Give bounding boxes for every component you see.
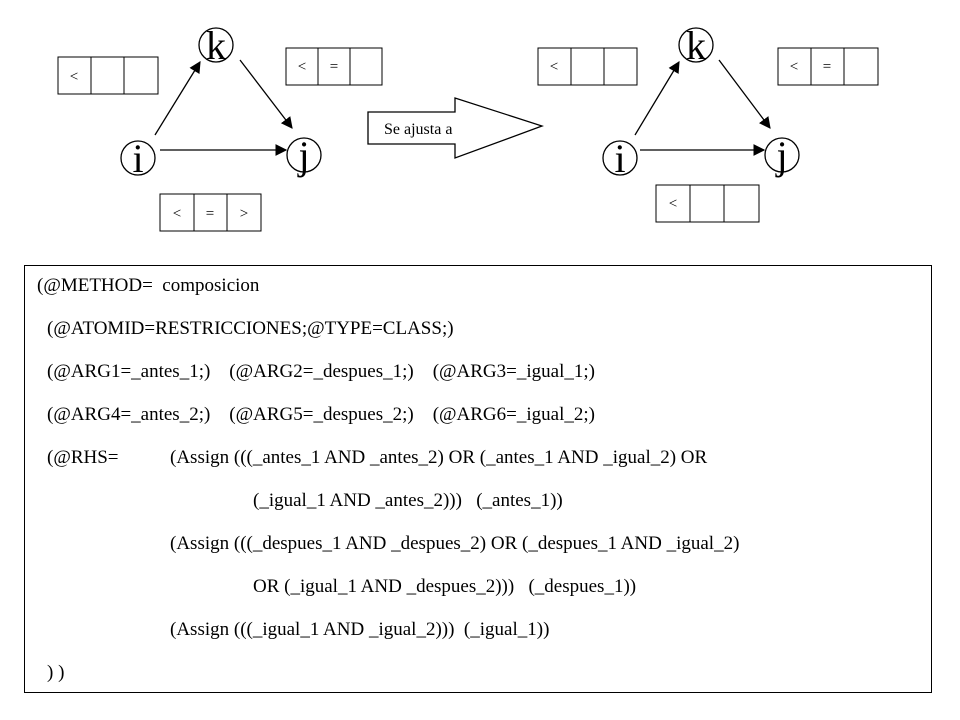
node-j-right-label: j [774,133,787,178]
relation-cell: = [823,59,831,75]
code-line-args-2: (@ARG4=_antes_2;) (@ARG5=_despues_2;) (@… [47,404,595,425]
code-line-rhs: (@RHS= [47,447,119,468]
relation-cell: = [330,59,338,75]
node-i-right [602,140,638,176]
node-i-left [120,140,156,176]
relation-cell: < [298,59,306,75]
code-line-assign-3: (Assign (((_igual_1 AND _igual_2))) (_ig… [170,619,550,640]
edge-i-k-right [634,60,680,136]
right-graph: k i j < < = < [537,23,879,223]
code-line-assign-1a: (Assign (((_antes_1 AND _antes_2) OR (_a… [170,447,708,468]
relation-box-ik-left: < [57,56,159,95]
node-j-right [764,137,800,173]
node-k-left [198,27,234,63]
node-j-left-label: j [296,133,309,178]
relation-cell: < [70,69,78,85]
relation-cell: < [669,196,677,212]
constraint-diagram: k i j < < = < = > [57,23,879,232]
relation-cell: = [206,206,214,222]
code-line-assign-2b: OR (_igual_1 AND _despues_2))) (_despues… [253,576,637,597]
code-line-method: (@METHOD= composicion [37,275,260,296]
transform-label: Se ajusta a [384,121,452,138]
relation-box-ij-left: < = > [159,193,262,232]
left-graph: k i j < < = < = > [57,23,383,232]
node-i-right-label: i [614,136,625,181]
code-line-close: ) ) [47,662,65,683]
relation-cell: < [550,59,558,75]
relation-cell: < [173,206,181,222]
method-code-box: (@METHOD= composicion (@ATOMID=RESTRICCI… [24,265,932,693]
node-j-left [286,137,322,173]
code-line-assign-1b: (_igual_1 AND _antes_2))) (_antes_1)) [253,490,563,511]
node-k-right [678,27,714,63]
node-i-left-label: i [132,136,143,181]
edge-k-j-right [718,59,771,129]
edge-i-k-left [154,61,201,136]
node-k-right-label: k [686,23,706,68]
transform-arrow: Se ajusta a [367,97,544,159]
relation-box-ik-right: < [537,47,638,86]
relation-box-kj-left: < = [285,47,383,86]
relation-box-ij-right: < [655,184,760,223]
relation-cell: < [790,59,798,75]
code-line-args-1: (@ARG1=_antes_1;) (@ARG2=_despues_1;) (@… [47,361,595,382]
relation-cell: > [240,206,248,222]
relation-box-kj-right: < = [777,47,879,86]
node-k-left-label: k [206,23,226,68]
code-line-atomid: (@ATOMID=RESTRICCIONES;@TYPE=CLASS;) [47,318,454,339]
code-line-assign-2a: (Assign (((_despues_1 AND _despues_2) OR… [170,533,740,554]
edge-k-j-left [239,59,293,129]
